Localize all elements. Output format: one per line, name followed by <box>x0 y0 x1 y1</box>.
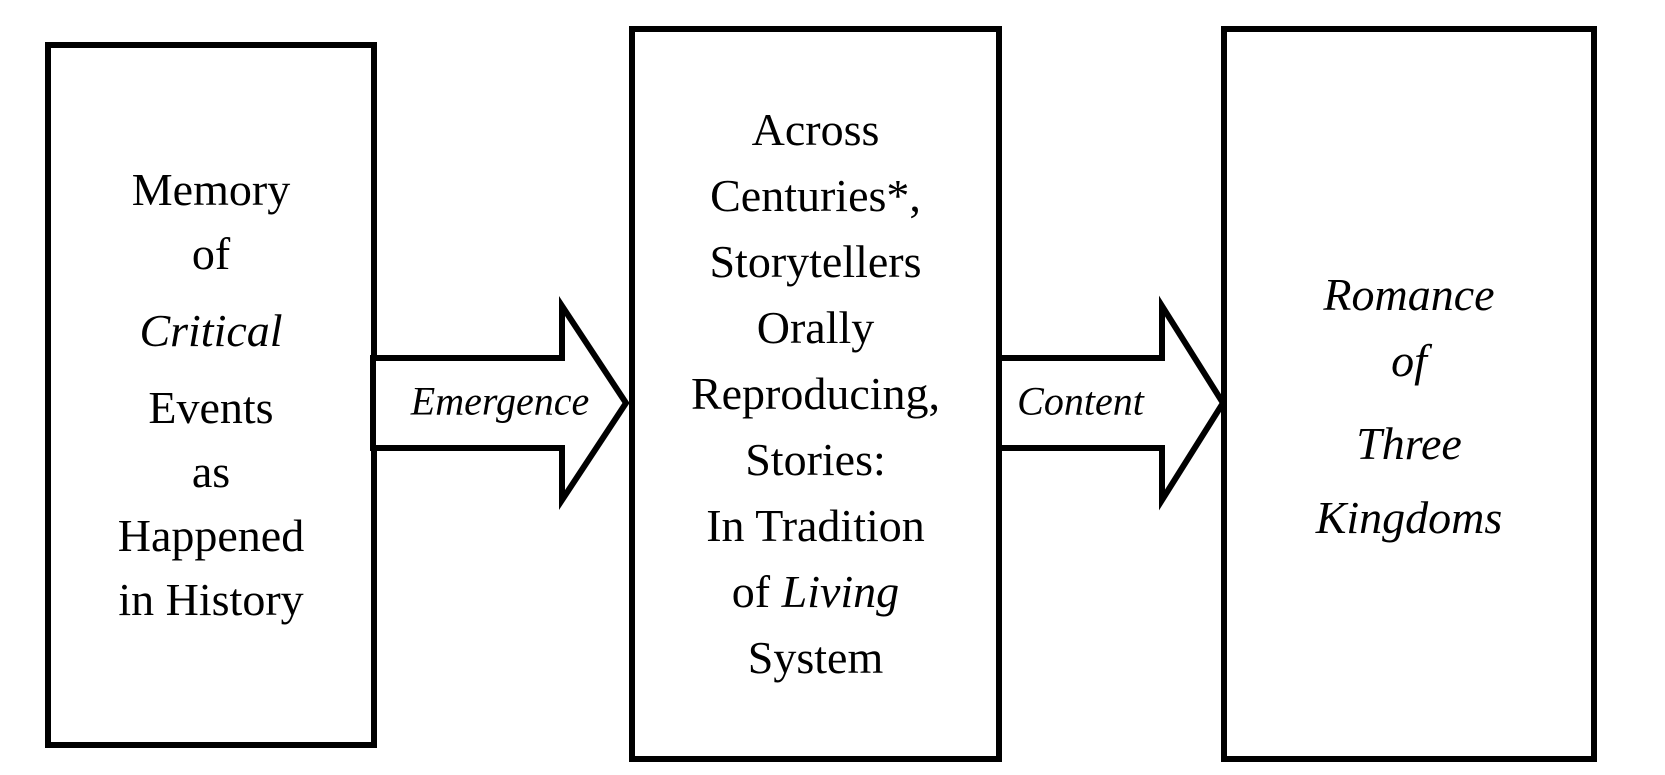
text-line-italic: Three <box>1356 417 1462 469</box>
text-line: of <box>191 228 231 279</box>
arrow-content: Content <box>996 295 1227 511</box>
text-line: Reproducing, <box>690 368 941 419</box>
text-line: as <box>191 446 231 497</box>
text-line: Happened <box>117 510 305 561</box>
text-line: Centuries*, <box>710 170 921 221</box>
text-line: Events <box>148 382 274 433</box>
box-storytellers-text: Across Centuries*, Storytellers Orally R… <box>635 97 996 691</box>
box-romance-of-three-kingdoms: Romance of Three Kingdoms <box>1221 26 1597 762</box>
text-line-mixed: of Living <box>635 559 996 625</box>
box-storytellers-tradition: Across Centuries*, Storytellers Orally R… <box>629 26 1002 762</box>
text-part-italic: Living <box>781 566 900 617</box>
text-part-normal: of <box>731 566 771 617</box>
text-line: Across <box>751 104 880 155</box>
text-line: Storytellers <box>709 236 922 287</box>
box-memory-text: Memory of Critical Events as Happened in… <box>51 158 371 632</box>
block-arrow-icon <box>370 296 630 510</box>
text-line: in History <box>118 574 304 625</box>
text-line-italic: Kingdoms <box>1315 491 1503 543</box>
text-line: System <box>747 632 884 683</box>
block-arrow-icon <box>996 295 1227 511</box>
text-line-italic: Romance <box>1323 268 1495 320</box>
arrow-emergence: Emergence <box>370 296 630 510</box>
arrow-label-emergence: Emergence <box>410 378 590 424</box>
text-line-italic: Critical <box>139 305 283 356</box>
text-line: Orally <box>756 302 875 353</box>
box-memory-of-critical-events: Memory of Critical Events as Happened in… <box>45 42 377 748</box>
arrow-label-content: Content <box>1017 378 1144 424</box>
text-line-italic: of <box>1391 334 1427 386</box>
box-romance-text: Romance of Three Kingdoms <box>1227 262 1591 551</box>
text-line: Memory <box>131 164 291 215</box>
text-line: Stories: <box>745 434 886 485</box>
text-line: In Tradition <box>706 500 925 551</box>
